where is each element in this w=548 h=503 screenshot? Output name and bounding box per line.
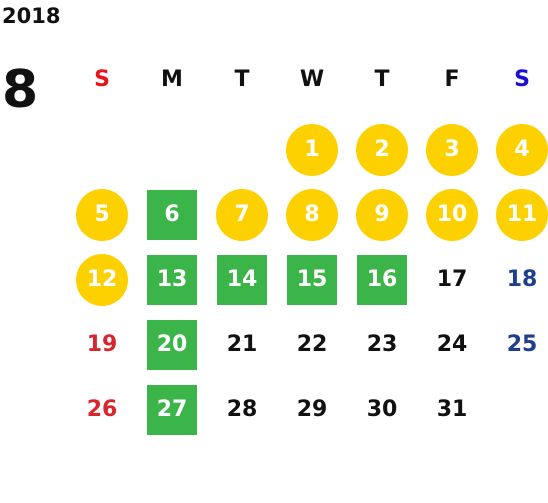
day-cell-selected: 20	[147, 320, 197, 370]
day-cell: 31	[436, 397, 468, 422]
day-cell-highlighted: 3	[426, 124, 478, 176]
day-cell: 26	[86, 397, 118, 422]
day-cell-highlighted: 5	[76, 189, 128, 241]
day-cell: 28	[226, 397, 258, 422]
weekday-header: S	[94, 67, 110, 92]
month-number: 8	[2, 60, 39, 120]
day-cell-highlighted: 1	[286, 124, 338, 176]
day-cell: 29	[296, 397, 328, 422]
day-cell: 19	[86, 332, 118, 357]
day-cell: 30	[366, 397, 398, 422]
day-cell: 24	[436, 332, 468, 357]
weekday-header: F	[444, 67, 460, 92]
weekday-header: W	[299, 67, 325, 92]
day-cell-highlighted: 4	[496, 124, 548, 176]
year-label: 2018	[2, 4, 61, 28]
day-cell-selected: 15	[287, 255, 337, 305]
day-cell-highlighted: 11	[496, 189, 548, 241]
day-cell: 18	[506, 267, 538, 292]
day-cell: 25	[506, 332, 538, 357]
day-cell-highlighted: 7	[216, 189, 268, 241]
weekday-header: T	[234, 67, 250, 92]
day-cell-selected: 13	[147, 255, 197, 305]
day-cell-selected: 6	[147, 190, 197, 240]
day-cell-highlighted: 12	[76, 254, 128, 306]
day-cell-highlighted: 10	[426, 189, 478, 241]
day-cell-selected: 27	[147, 385, 197, 435]
day-cell-selected: 16	[357, 255, 407, 305]
day-cell: 17	[436, 267, 468, 292]
day-cell-highlighted: 2	[356, 124, 408, 176]
day-cell-selected: 14	[217, 255, 267, 305]
day-cell: 21	[226, 332, 258, 357]
weekday-header: S	[514, 67, 530, 92]
day-cell: 22	[296, 332, 328, 357]
day-cell-highlighted: 9	[356, 189, 408, 241]
weekday-header: T	[374, 67, 390, 92]
day-cell-highlighted: 8	[286, 189, 338, 241]
weekday-header: M	[161, 67, 183, 92]
day-cell: 23	[366, 332, 398, 357]
